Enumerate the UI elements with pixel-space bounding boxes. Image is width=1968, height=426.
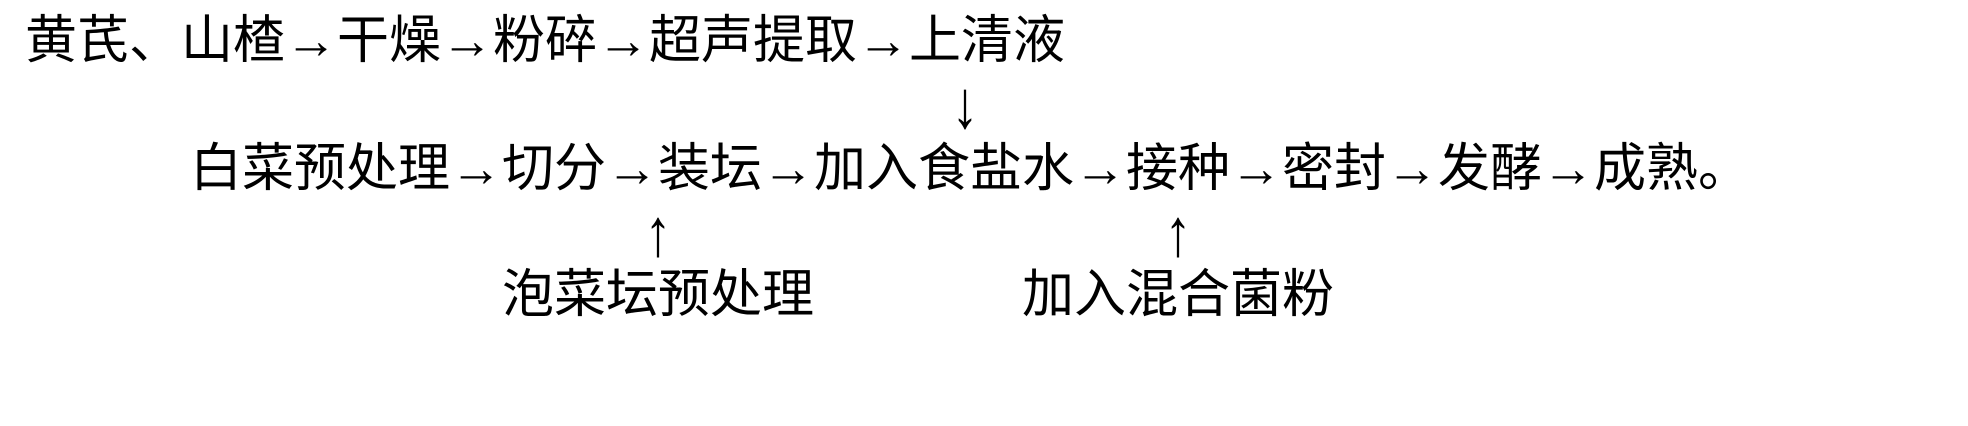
down-arrow-icon: ↓ (951, 67, 979, 143)
mixed-bacteria-powder-label: 加入混合菌粉 (1022, 267, 1335, 324)
up-arrow-jar-icon: ↑ (644, 195, 672, 271)
up-arrow-bacteria-icon: ↑ (1164, 195, 1192, 271)
extract-flow-line: 黄芪、山楂→干燥→粉碎→超声提取→上清液 (25, 13, 1066, 70)
jar-pretreatment-label: 泡菜坛预处理 (502, 267, 815, 324)
main-flow-line: 白菜预处理→切分→装坛→加入食盐水→接种→密封→发酵→成熟。 (190, 141, 1751, 198)
